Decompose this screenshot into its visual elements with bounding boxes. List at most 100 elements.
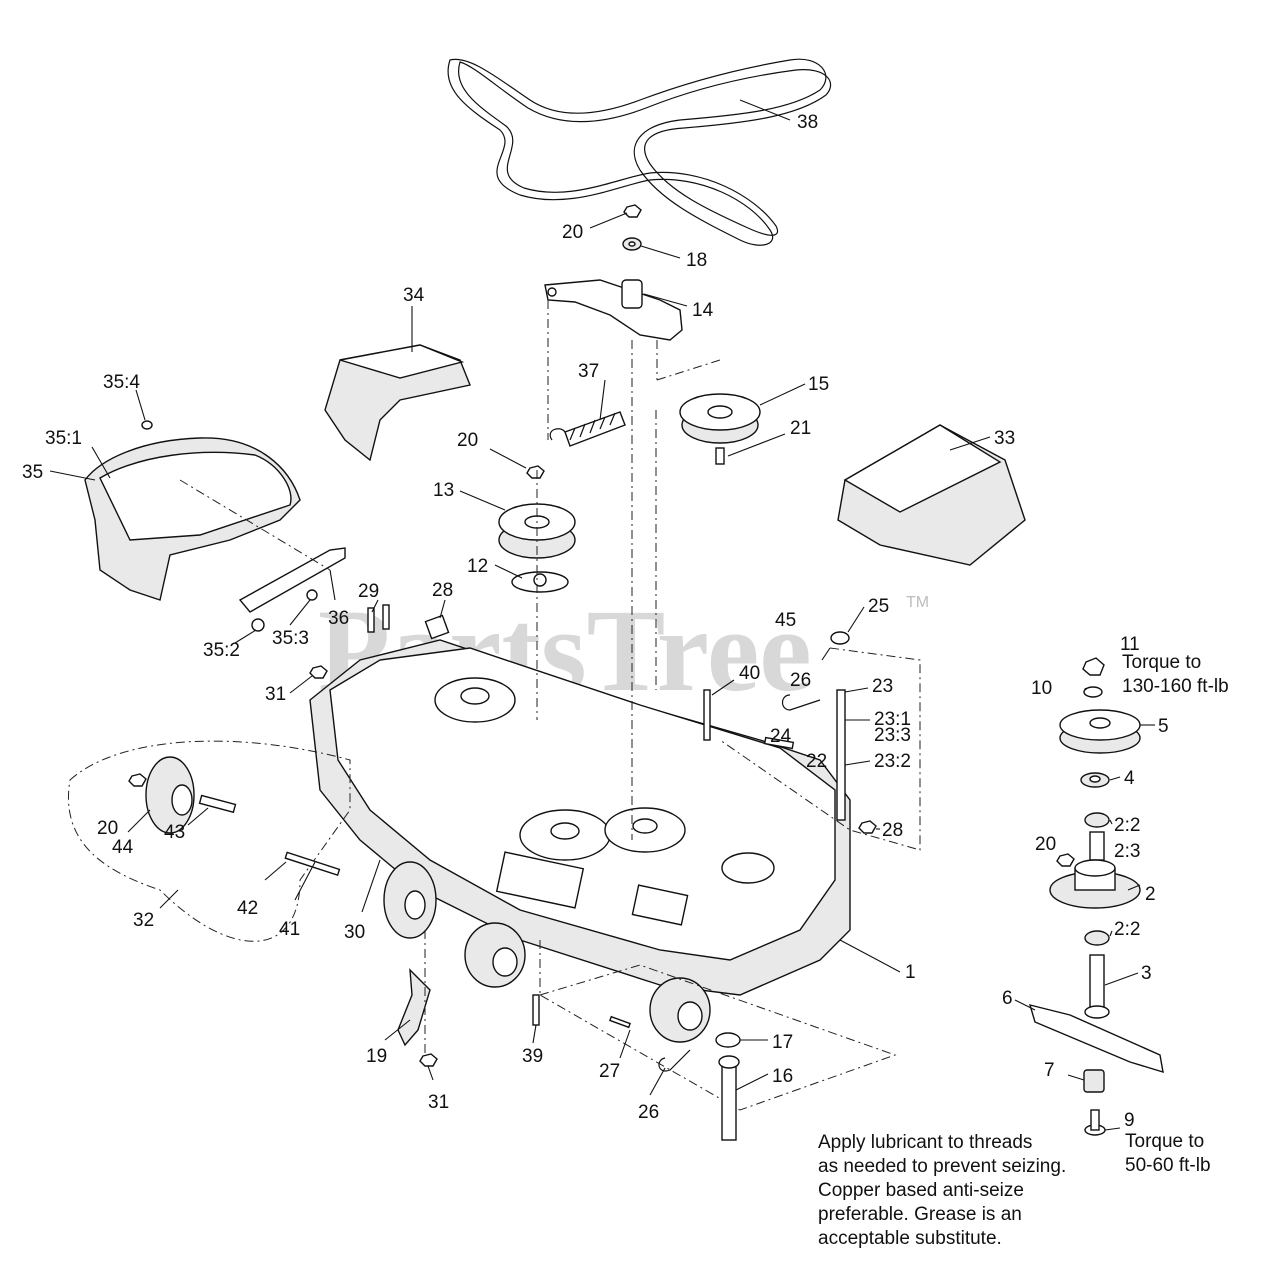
spindle-housing-2[interactable] — [1049, 859, 1141, 909]
hairpin-26-bottom[interactable] — [658, 1049, 691, 1072]
footnote-line: as needed to prevent seizing. — [818, 1156, 1066, 1177]
label-24: 24 — [770, 726, 792, 747]
torque-9-line1: Torque to — [1125, 1131, 1204, 1152]
footnote-line: Apply lubricant to threads — [818, 1132, 1032, 1153]
washer-25[interactable] — [830, 631, 850, 645]
anti-scalp-wheel-left[interactable] — [383, 861, 437, 939]
pin-39[interactable] — [532, 994, 540, 1026]
label-32: 32 — [133, 910, 154, 931]
label-12: 12 — [467, 556, 488, 577]
label-20: 20 — [97, 818, 118, 839]
torque-11-line2: 130-160 ft-lb — [1122, 676, 1229, 697]
footnote-line: preferable. Grease is an — [818, 1204, 1022, 1225]
height-pin-outline — [539, 964, 897, 1111]
label-35: 35 — [22, 462, 43, 483]
spring-37[interactable] — [549, 411, 626, 447]
label-6: 6 — [1002, 988, 1013, 1009]
bushing-18[interactable] — [622, 237, 642, 251]
bracket-28[interactable] — [424, 614, 450, 640]
label-38: 38 — [797, 112, 818, 133]
nut-20-wheel[interactable] — [128, 773, 147, 787]
label-35-3: 35:3 — [272, 628, 309, 649]
washer-12[interactable] — [511, 571, 569, 593]
label-45: 45 — [775, 610, 796, 631]
spacer-2-3[interactable] — [1089, 831, 1105, 861]
footnote-line: acceptable substitute. — [818, 1228, 1002, 1249]
label-31: 31 — [265, 684, 286, 705]
bolt-11[interactable] — [1082, 657, 1105, 676]
label-35-4: 35:4 — [103, 372, 140, 393]
label-13: 13 — [433, 480, 454, 501]
label-2-3: 2:3 — [1114, 841, 1140, 862]
blade-guard-19[interactable] — [397, 968, 431, 1047]
nut-20-spindle[interactable] — [1056, 853, 1075, 867]
bolt-29[interactable] — [367, 604, 390, 633]
label-17: 17 — [772, 1032, 793, 1053]
label-20: 20 — [1035, 834, 1056, 855]
pin-40[interactable] — [703, 689, 711, 741]
linkage-bracket-outline-45 — [719, 647, 921, 851]
bolt-31-top[interactable] — [309, 665, 328, 679]
bearing-2-2-top[interactable] — [1084, 812, 1110, 828]
label-43: 43 — [164, 822, 185, 843]
label-23: 23 — [872, 676, 893, 697]
bolt-9[interactable] — [1084, 1109, 1106, 1136]
label-41: 41 — [279, 919, 300, 940]
spindle-shaft-3[interactable] — [1084, 954, 1110, 1019]
deck-spindle-cap-right — [721, 852, 775, 884]
label-44: 44 — [112, 837, 134, 858]
pin-24[interactable] — [763, 736, 795, 750]
belt-cover-34[interactable] — [324, 344, 471, 462]
leader-lines — [49, 99, 1155, 1131]
label-31: 31 — [428, 1092, 449, 1113]
label-20: 20 — [457, 430, 478, 451]
pin-27[interactable] — [609, 1015, 631, 1029]
washer-10[interactable] — [1083, 686, 1103, 698]
rod-23[interactable] — [836, 689, 846, 821]
hairpin-26-top[interactable] — [781, 694, 821, 711]
height-pin-16[interactable] — [718, 1055, 740, 1141]
label-28: 28 — [882, 820, 903, 841]
hub-7[interactable] — [1083, 1069, 1105, 1093]
label-9: 9 — [1124, 1110, 1135, 1131]
mower-deck-1[interactable] — [309, 639, 851, 996]
label-42: 42 — [237, 898, 258, 919]
label-10: 10 — [1031, 678, 1052, 699]
drive-belt[interactable] — [447, 58, 832, 246]
cap-35-4 — [141, 420, 153, 430]
label-7: 7 — [1044, 1060, 1055, 1081]
bolt-31-bottom[interactable] — [419, 1053, 438, 1067]
label-22: 22 — [806, 751, 827, 772]
blade-6[interactable] — [1028, 1004, 1164, 1074]
deck-cover-35[interactable] — [84, 420, 301, 601]
idler-pulley-15[interactable] — [679, 393, 761, 444]
spindle-pulley-5[interactable] — [1059, 709, 1141, 754]
deck-decal — [631, 884, 689, 926]
nut-20-pulley[interactable] — [526, 465, 545, 479]
torque-11-line1: Torque to — [1122, 652, 1201, 673]
bolt-21[interactable] — [715, 447, 725, 465]
watermark-trademark: TM — [906, 594, 929, 611]
washer-17[interactable] — [715, 1032, 741, 1048]
nut-28-right[interactable] — [858, 820, 877, 834]
idler-arm[interactable] — [544, 279, 683, 341]
label-25: 25 — [868, 596, 889, 617]
torque-notes: Torque to 130-160 ft-lb Torque to 50-60 … — [1122, 652, 1229, 1176]
label-36: 36 — [328, 608, 349, 629]
label-11: 11 — [1120, 634, 1140, 655]
spacer-4[interactable] — [1080, 772, 1110, 788]
assembly-center-lines — [179, 300, 721, 1055]
anti-scalp-wheel-mid[interactable] — [464, 922, 526, 988]
anti-scalp-wheel-right[interactable] — [649, 977, 711, 1043]
bolt-41[interactable] — [284, 851, 341, 877]
gauge-wheel-44[interactable] — [145, 756, 195, 834]
deck-decal — [495, 851, 585, 909]
label-20: 20 — [562, 222, 583, 243]
bearing-2-2-bottom[interactable] — [1084, 930, 1110, 946]
label-28: 28 — [432, 580, 453, 601]
footnote-line: Copper based anti-seize — [818, 1180, 1024, 1201]
axle-43[interactable] — [198, 794, 237, 814]
nut-20-top[interactable] — [623, 204, 642, 218]
height-adjust-rod[interactable] — [238, 547, 346, 632]
label-16: 16 — [772, 1066, 793, 1087]
